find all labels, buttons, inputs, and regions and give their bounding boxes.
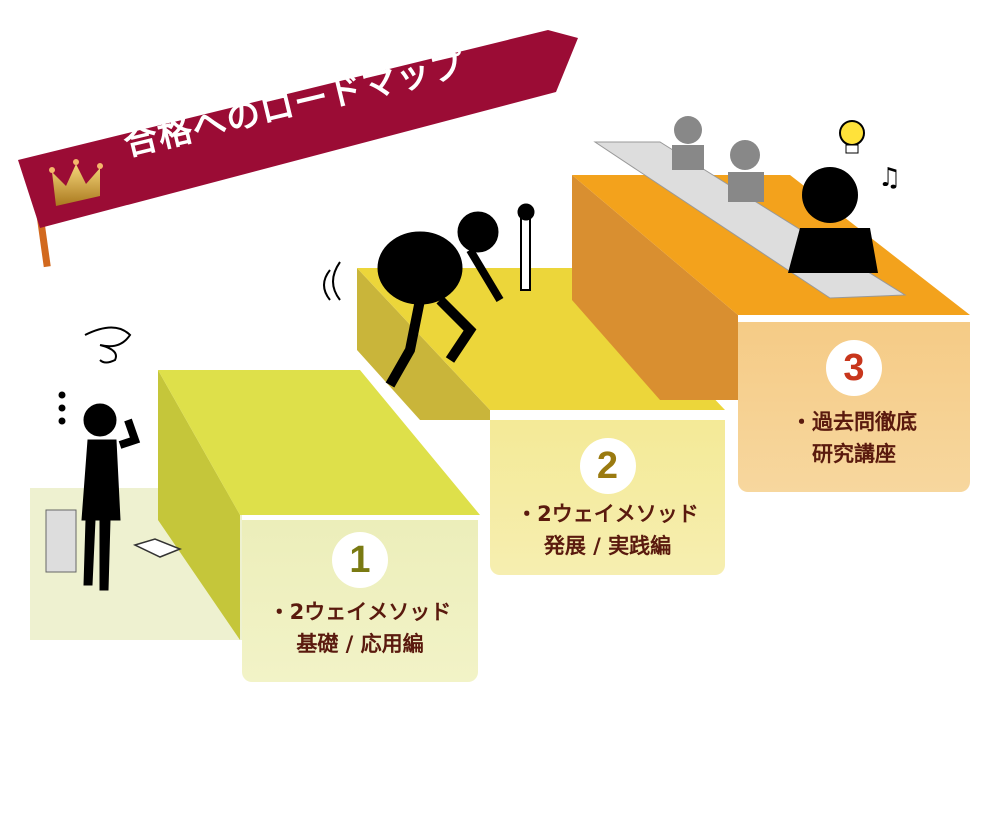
- step-number-3: 3: [826, 340, 882, 396]
- step-3-line1: ・過去問徹底: [791, 410, 917, 434]
- climbing-person-figure: [323, 203, 535, 388]
- step1-side: [158, 370, 240, 640]
- step-3-line2: 研究講座: [812, 442, 896, 466]
- step-2-line2: 発展 / 実践編: [543, 534, 672, 558]
- step-1-line2: 基礎 / 応用編: [296, 632, 424, 656]
- music-note-icon: ♫: [878, 163, 901, 193]
- lightbulb-icon: [839, 120, 865, 154]
- step-card-2: 2 ・2ウェイメソッド 発展 / 実践編: [490, 420, 725, 575]
- step-card-3: 3 ・過去問徹底 研究講座: [738, 322, 970, 492]
- confused-person-figure: [45, 326, 183, 591]
- step-card-1: 1 ・2ウェイメソッド 基礎 / 応用編: [242, 520, 478, 682]
- step-2-line1: ・2ウェイメソッド: [516, 502, 699, 526]
- step-number-1: 1: [332, 532, 388, 588]
- step-1-line1: ・2ウェイメソッド: [268, 600, 452, 624]
- crown-icon: [49, 159, 103, 206]
- banner-ribbon: [18, 30, 578, 228]
- step3-side: [572, 175, 738, 400]
- studying-people-figure: ♫: [593, 116, 907, 299]
- step-number-2: 2: [579, 438, 636, 494]
- step1-top: [158, 370, 480, 515]
